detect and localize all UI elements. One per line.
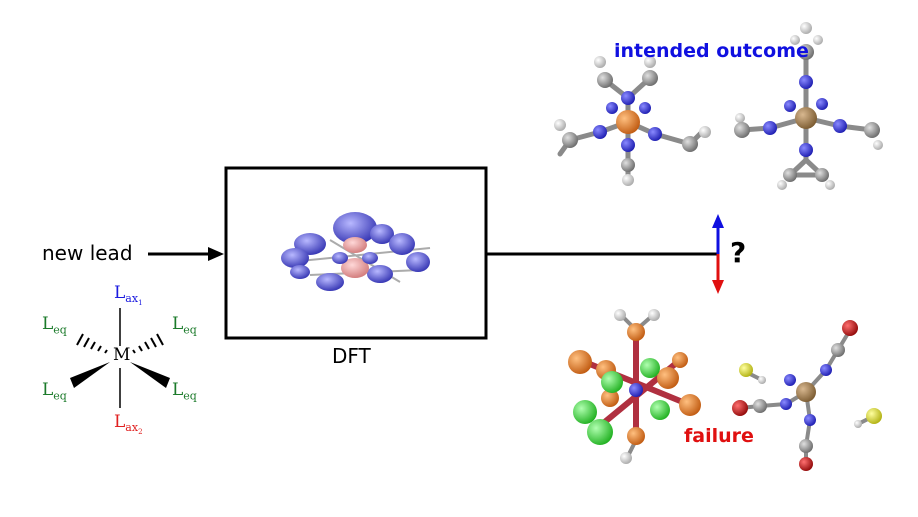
ligand-equatorial-front-left: Leq bbox=[42, 380, 67, 403]
intended-molecule-2 bbox=[734, 22, 883, 190]
new-lead-label: new lead bbox=[42, 241, 133, 265]
down-arrow bbox=[712, 254, 724, 294]
failure-label: failure bbox=[684, 425, 754, 447]
input-arrow bbox=[148, 247, 224, 261]
ligand-axial-2: Lax2 bbox=[114, 412, 143, 437]
ligand-equatorial-front-right: Leq bbox=[172, 380, 197, 403]
metal-center: M bbox=[113, 345, 131, 365]
ligand-equatorial-back-left: Leq bbox=[42, 314, 67, 337]
up-arrow bbox=[712, 214, 724, 254]
dft-label: DFT bbox=[332, 344, 371, 368]
failure-molecule-1 bbox=[568, 309, 701, 464]
dft-box bbox=[224, 166, 488, 340]
intended-molecule-1 bbox=[554, 56, 711, 186]
question-mark: ? bbox=[730, 236, 747, 269]
octahedral-schematic bbox=[70, 308, 170, 408]
dft-density-render bbox=[281, 212, 431, 291]
failure-molecule-2 bbox=[732, 320, 882, 471]
ligand-axial-1: Lax1 bbox=[114, 283, 143, 308]
ligand-equatorial-back-right: Leq bbox=[172, 314, 197, 337]
intended-outcome-label: intended outcome bbox=[614, 40, 809, 62]
